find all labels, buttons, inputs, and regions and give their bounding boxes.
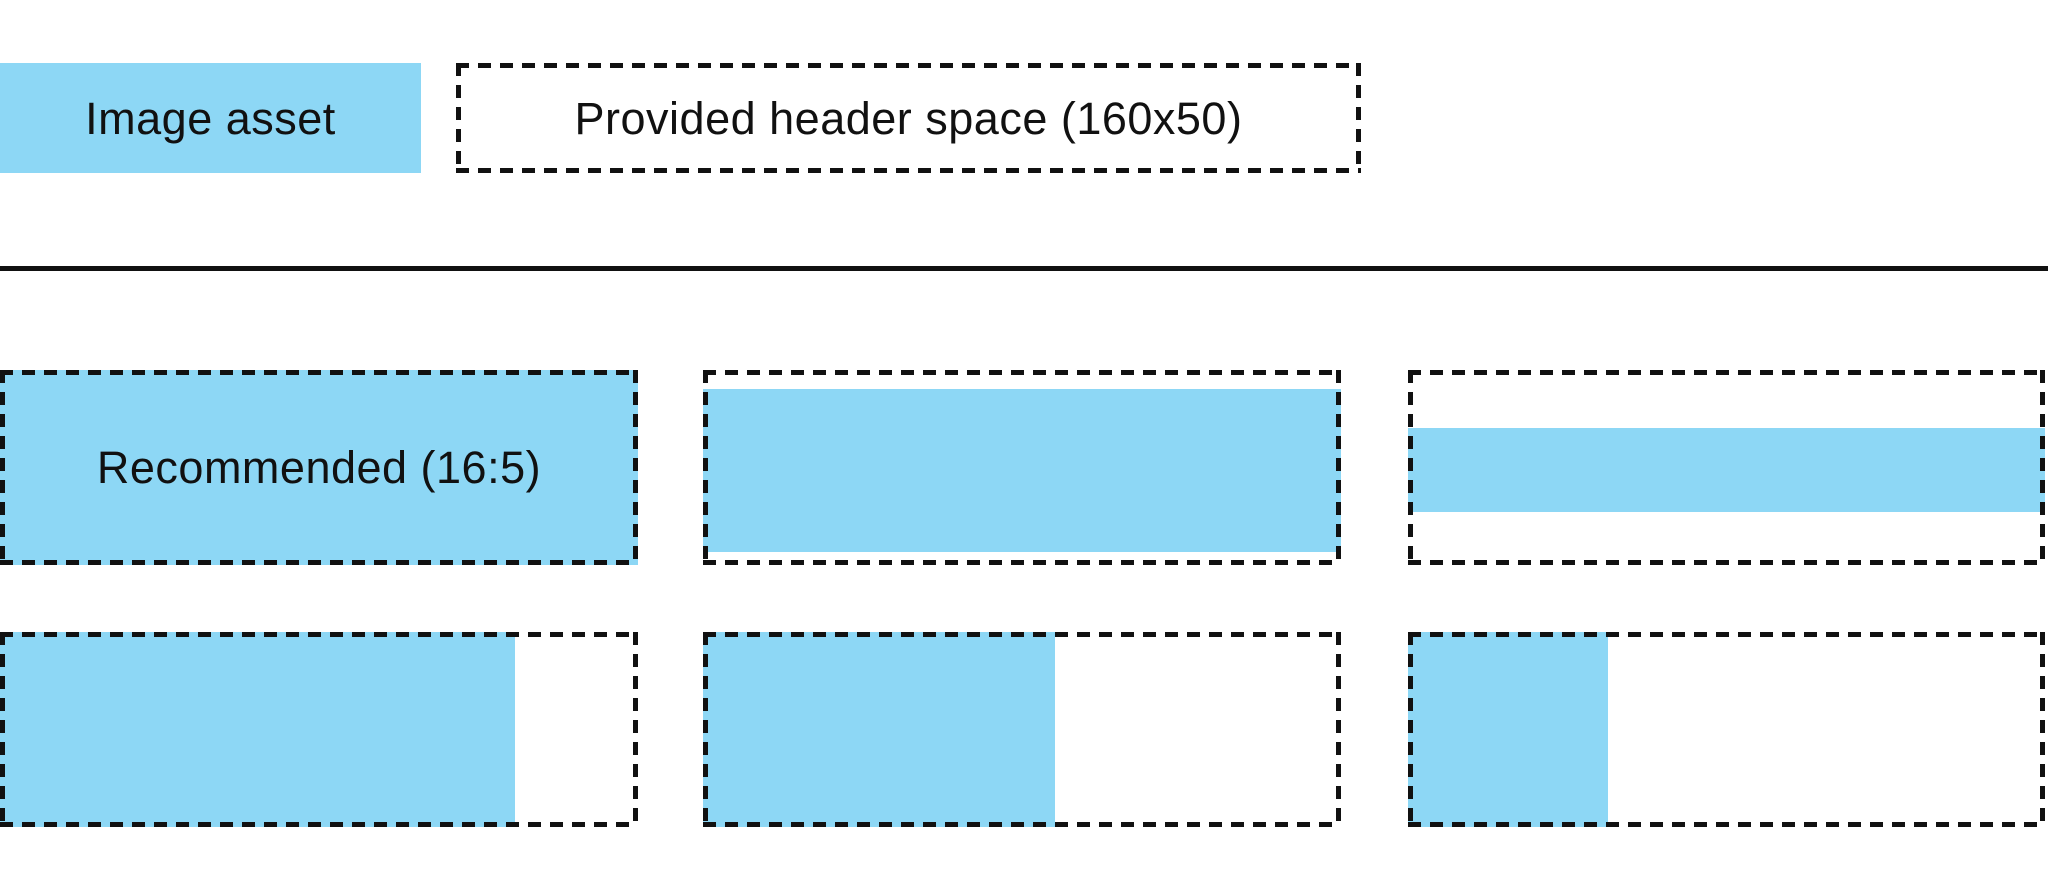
image-asset-rect	[703, 632, 1056, 827]
recommended-label: Recommended (16:5)	[96, 442, 542, 493]
example-cell-narrow-asset-large	[0, 632, 638, 827]
image-asset-rect	[703, 388, 1341, 552]
image-asset-rect	[0, 632, 515, 827]
section-divider	[0, 266, 2048, 271]
image-asset-rect	[1408, 427, 2045, 512]
example-cell-narrow-asset-medium	[703, 632, 1341, 827]
example-cell-wide-asset	[703, 370, 1341, 565]
example-cell-recommended: Recommended (16:5)	[0, 370, 638, 565]
example-cell-narrow-asset-small	[1408, 632, 2045, 827]
image-asset-label: Image asset	[85, 92, 336, 144]
legend-header-space-box: Provided header space (160x50)	[456, 63, 1361, 173]
header-space-label: Provided header space (160x50)	[574, 92, 1243, 144]
example-cell-extra-wide-asset	[1408, 370, 2045, 565]
legend-image-asset-swatch: Image asset	[0, 63, 421, 173]
image-asset-rect	[1408, 632, 1609, 827]
